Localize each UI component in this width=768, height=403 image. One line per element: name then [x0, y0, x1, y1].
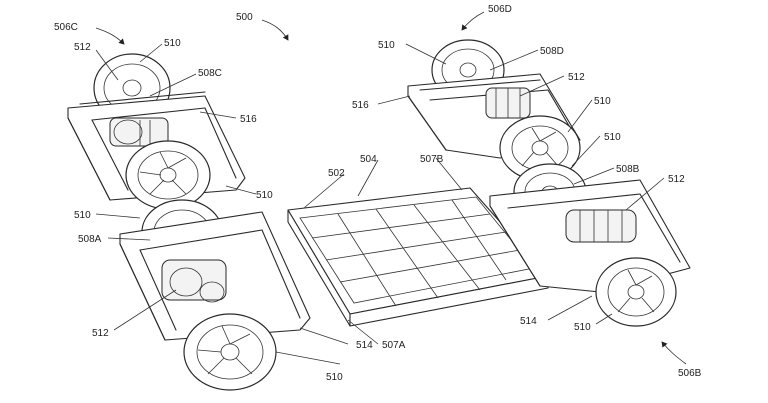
wheel-icon	[125, 140, 211, 210]
label-motor-3: 512	[568, 72, 585, 83]
label-battery-front: 507A	[382, 340, 406, 351]
label-battery: 502	[328, 168, 345, 179]
label-corner-c: 506C	[54, 22, 78, 33]
label-module-a: 508A	[78, 234, 102, 245]
wheel-icon	[499, 115, 581, 181]
label-wheel-3: 510	[74, 210, 91, 221]
battery-pack	[287, 187, 549, 327]
label-wheel-7: 510	[604, 132, 621, 143]
label-battery-top: 504	[360, 154, 377, 165]
wheel-icon	[183, 313, 277, 391]
motor-icon	[161, 259, 227, 303]
label-battery-back: 507B	[420, 154, 444, 165]
label-wheel-5: 510	[378, 40, 395, 51]
label-wheel-1: 510	[164, 38, 181, 49]
label-motor-2: 512	[92, 328, 109, 339]
label-module-c: 508C	[198, 68, 222, 79]
label-frame-1: 516	[240, 114, 257, 125]
label-frame-2: 516	[352, 100, 369, 111]
label-module-d: 508D	[540, 46, 564, 57]
label-assembly: 500	[236, 12, 253, 23]
label-corner-d: 506D	[488, 4, 512, 15]
label-wheel-6: 510	[594, 96, 611, 107]
leader-lines	[95, 11, 687, 365]
module-506b	[489, 163, 691, 327]
reference-labels: 500 506C 510 512 508C 516 510 510 508A 5…	[54, 4, 702, 383]
module-506d	[407, 39, 581, 181]
label-corner-b: 506B	[678, 368, 702, 379]
label-rail-1: 514	[356, 340, 373, 351]
label-motor-1: 512	[74, 42, 91, 53]
label-module-b: 508B	[616, 164, 640, 175]
motor-icon	[109, 117, 169, 147]
label-wheel-8: 510	[574, 322, 591, 333]
label-wheel-2: 510	[256, 190, 273, 201]
label-wheel-4: 510	[326, 372, 343, 383]
wheel-icon	[595, 257, 677, 327]
label-rail-2: 514	[520, 316, 537, 327]
motor-icon	[565, 209, 637, 243]
label-motor-4: 512	[668, 174, 685, 185]
module-506a	[119, 199, 311, 391]
module-506c	[67, 53, 246, 210]
motor-icon	[485, 87, 531, 119]
